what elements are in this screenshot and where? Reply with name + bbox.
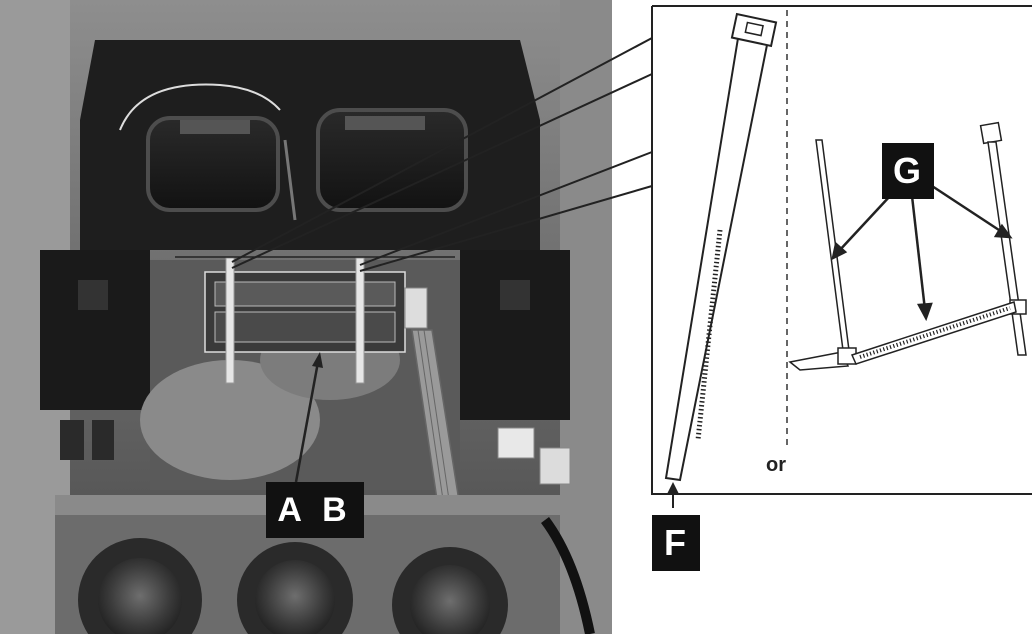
callout-label-g: G <box>882 143 934 199</box>
joined-cable-tie <box>850 301 1017 365</box>
leader-line-3 <box>359 151 653 266</box>
g-arrows <box>831 184 1013 322</box>
callout-label-ab: A B <box>266 482 364 538</box>
leader-line-4 <box>359 185 653 272</box>
dashboard-photo <box>0 0 612 634</box>
short-cable-tie-left <box>788 139 857 371</box>
callout-label-f: F <box>652 515 700 571</box>
long-cable-tie <box>664 12 778 482</box>
or-text: or <box>766 454 786 476</box>
leader-line-2 <box>231 73 653 269</box>
detail-box <box>651 5 1032 495</box>
leader-line-1 <box>231 37 653 263</box>
